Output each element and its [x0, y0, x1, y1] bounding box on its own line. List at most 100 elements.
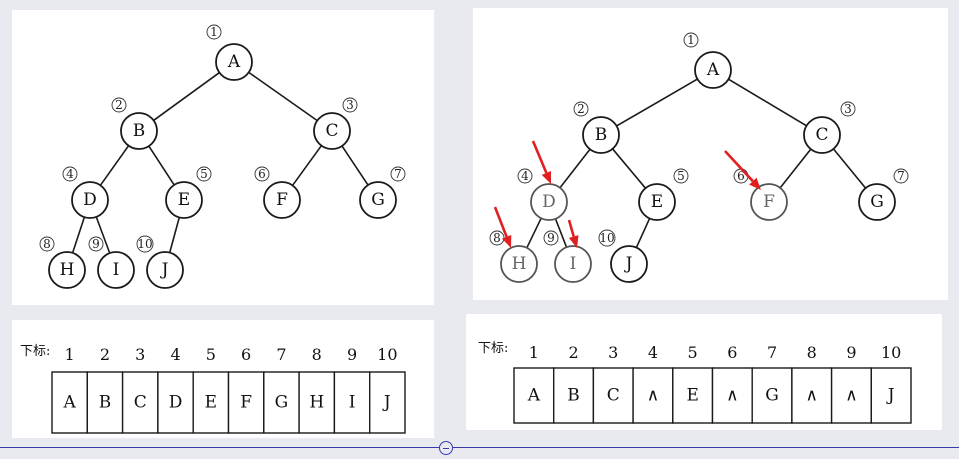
- right-tree-edge-C-F: [779, 148, 812, 189]
- right-array-cell-value-2: B: [567, 386, 580, 406]
- left-array-index-2: 2: [100, 345, 110, 364]
- left-tree-node-circle-H: [48, 251, 86, 289]
- right-tree-node-B: B2: [573, 101, 620, 154]
- right-tree-node-number-C: 3: [844, 102, 852, 116]
- left-array-cell-value-2: B: [99, 393, 112, 413]
- right-tree-node-label-I: I: [570, 254, 577, 274]
- left-tree-node-label-I: I: [113, 260, 120, 280]
- left-tree-node-number-ring-I: [88, 236, 104, 252]
- left-tree-edge-B-E: [148, 145, 175, 186]
- right-array-cell-value-3: C: [607, 386, 620, 406]
- right-array-index-9: 9: [846, 343, 856, 362]
- left-array-cell-1: A: [51, 371, 88, 434]
- right-tree-node-number-G: 7: [897, 169, 905, 183]
- right-tree-node-label-E: E: [651, 192, 663, 212]
- left-tree-node-number-ring-D: [62, 166, 78, 182]
- left-tree-node-number-F: 6: [258, 167, 266, 181]
- left-tree-node-number-ring-A: [206, 24, 222, 40]
- collapse-circle-icon[interactable]: [439, 441, 453, 455]
- right-array-index-5: 5: [688, 343, 698, 362]
- left-tree-node-number-ring-F: [254, 166, 270, 182]
- footer-divider: [0, 447, 959, 448]
- left-array-index-1: 1: [65, 345, 75, 364]
- left-tree-node-label-D: D: [83, 190, 97, 210]
- right-tree-node-circle-C: [803, 116, 841, 154]
- right-tree-node-circle-G: [858, 183, 896, 221]
- arrow-to-node-D: [531, 140, 551, 184]
- right-tree-node-number-ring-I: [543, 230, 559, 246]
- left-tree-node-A: A1: [206, 24, 253, 81]
- right-tree-node-H: H8: [489, 230, 538, 283]
- left-array-cell-value-5: E: [205, 393, 217, 413]
- left-tree-node-label-F: F: [276, 190, 288, 210]
- left-tree-edge-A-B: [153, 71, 220, 122]
- right-tree-node-circle-H: [500, 245, 538, 283]
- left-array-index-8: 8: [312, 345, 322, 364]
- arrow-to-node-F: [724, 150, 761, 190]
- arrow-to-node-H: [493, 206, 512, 248]
- right-tree-node-circle-F: [750, 183, 788, 221]
- right-tree-node-number-A: 1: [687, 33, 695, 47]
- right-tree-node-D: D4: [517, 168, 568, 221]
- right-tree-node-number-E: 5: [677, 169, 685, 183]
- right-tree-node-number-ring-B: [573, 101, 589, 117]
- left-array-index-4: 4: [170, 345, 180, 364]
- left-array-index-7: 7: [276, 345, 286, 364]
- right-array-cell-value-1: A: [527, 386, 541, 406]
- right-tree-node-J: J10: [598, 229, 648, 283]
- right-tree-node-I: I9: [543, 230, 592, 283]
- left-tree-node-label-H: H: [60, 260, 75, 280]
- right-tree-node-label-D: D: [542, 192, 556, 212]
- left-tree-node-label-B: B: [133, 121, 146, 141]
- left-tree-node-number-I: 9: [92, 237, 100, 251]
- left-array-cell-value-3: C: [134, 393, 147, 413]
- left-array-index-10: 10: [377, 345, 397, 364]
- right-tree-edges: [526, 78, 867, 249]
- right-tree-node-circle-A: [694, 51, 732, 89]
- left-tree-node-H: H8: [39, 236, 86, 289]
- left-array-cell-8: H: [298, 371, 336, 434]
- right-tree-node-label-B: B: [595, 125, 608, 145]
- right-tree-node-number-F: 6: [737, 169, 745, 183]
- left-tree-node-circle-B: [120, 112, 158, 150]
- right-tree-edge-B-E: [611, 148, 647, 189]
- left-tree-node-number-ring-E: [196, 166, 212, 182]
- left-array-index-5: 5: [206, 345, 216, 364]
- left-tree-node-B: B2: [111, 97, 158, 150]
- left-array-cell-value-10: J: [382, 393, 391, 413]
- right-tree-node-label-F: F: [763, 192, 775, 212]
- right-tree-node-number-I: 9: [547, 231, 555, 245]
- right-array-cell-5: E: [672, 367, 714, 424]
- left-tree-node-G: G7: [359, 166, 406, 219]
- right-array-cell-1: A: [513, 367, 555, 424]
- right-array-index-7: 7: [767, 343, 777, 362]
- left-array-cell-6: F: [227, 371, 265, 434]
- right-array-index-1: 1: [529, 343, 539, 362]
- right-tree-edge-B-D: [559, 148, 591, 189]
- right-array-cell-3: C: [592, 367, 634, 424]
- right-tree-edge-D-I: [554, 218, 568, 248]
- right-tree-node-label-G: G: [870, 192, 884, 212]
- left-array-cell-value-4: D: [169, 393, 183, 413]
- left-tree-edge-D-H: [71, 216, 86, 254]
- left-array-cell-value-9: I: [349, 393, 356, 413]
- right-tree-edge-A-B: [616, 78, 698, 127]
- right-array-cell-9: ∧: [830, 367, 873, 424]
- right-array-cell-8: ∧: [791, 367, 833, 424]
- left-tree-node-C: C3: [313, 97, 358, 150]
- left-tree-node-circle-I: [97, 251, 135, 289]
- left-tree-node-number-ring-G: [390, 166, 406, 182]
- left-tree-edge-C-G: [341, 145, 369, 186]
- right-tree-edge-C-G: [832, 148, 867, 189]
- left-tree-node-E: E5: [165, 166, 212, 219]
- right-array-index-2: 2: [568, 343, 578, 362]
- right-tree-node-circle-I: [554, 245, 592, 283]
- right-tree-edge-A-C: [728, 78, 807, 127]
- right-tree-node-number-B: 2: [577, 102, 585, 116]
- left-array-cell-5: E: [192, 371, 230, 434]
- right-array-cell-value-9: ∧: [845, 386, 857, 406]
- left-tree-node-circle-A: [215, 43, 253, 81]
